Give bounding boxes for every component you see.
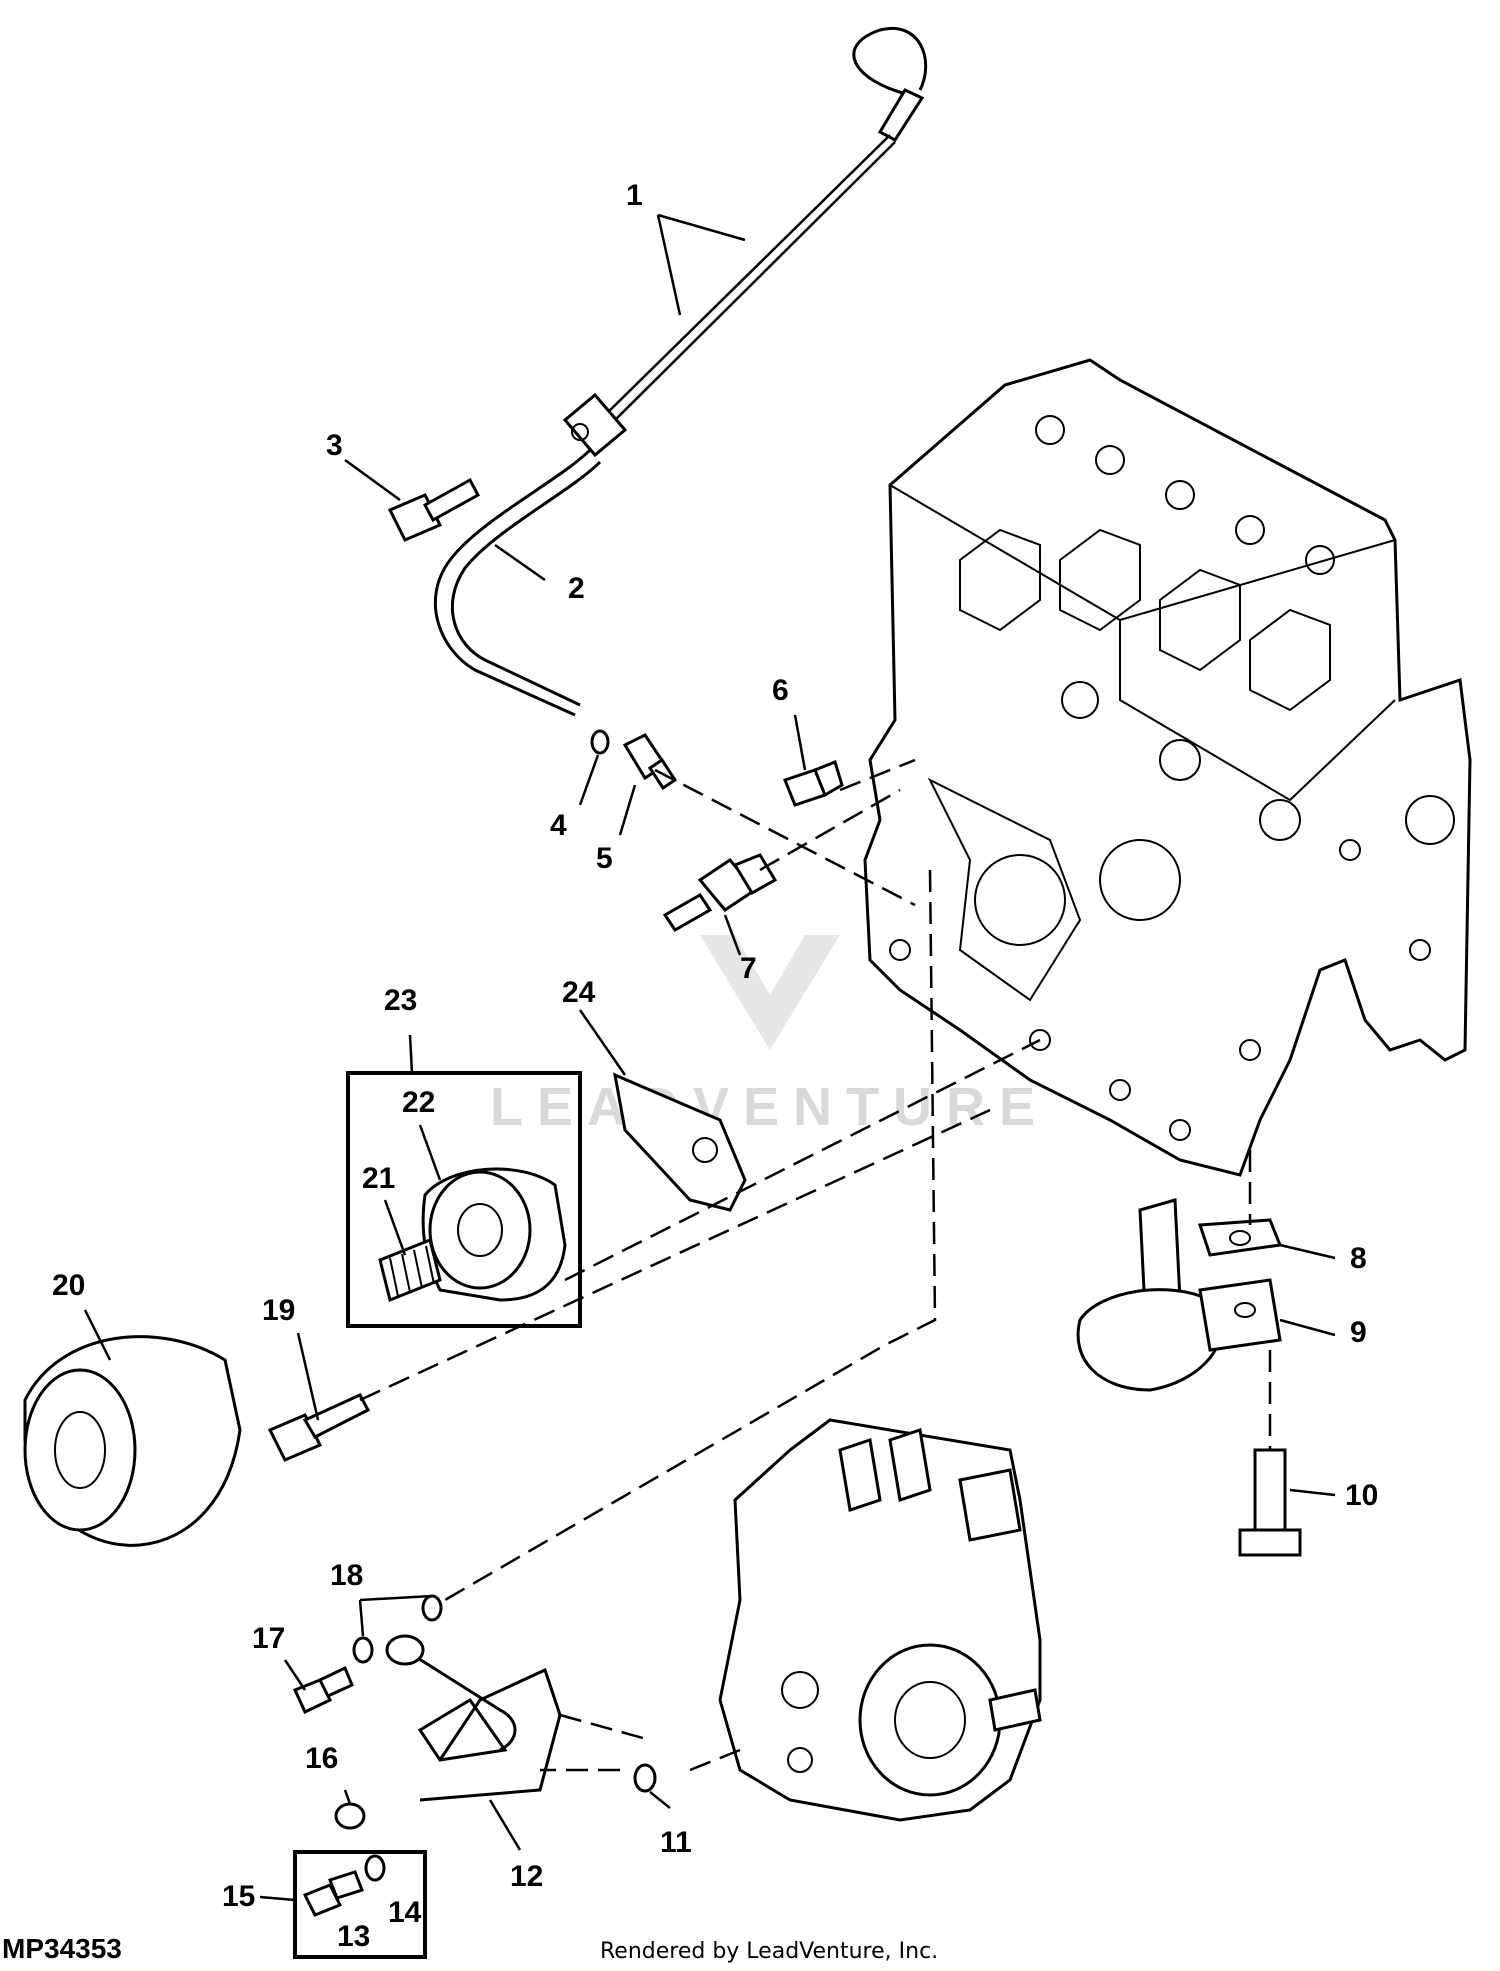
oil-strainer-icon — [1076, 1198, 1282, 1392]
kit-box-23 — [346, 1071, 582, 1328]
oil-filter-base-icon — [421, 1167, 567, 1302]
leader-lines — [83, 213, 1336, 1902]
callout-16: 16 — [305, 1742, 338, 1775]
assembly-lines — [359, 758, 1272, 1772]
callout-24: 24 — [562, 976, 596, 1009]
callout-17: 17 — [252, 1622, 285, 1655]
nut-16-icon — [334, 1802, 366, 1830]
callout-14: 14 — [388, 1896, 422, 1929]
callout-9: 9 — [1350, 1316, 1367, 1349]
callout-13: 13 — [337, 1920, 370, 1953]
callout-1: 1 — [626, 179, 643, 212]
callout-20: 20 — [52, 1269, 85, 1302]
callout-5: 5 — [596, 842, 613, 875]
callout-11: 11 — [660, 1826, 692, 1859]
callouts: 1 2 3 4 5 6 7 8 9 10 11 12 13 14 15 16 1… — [52, 179, 1378, 1953]
watermark-text: LEADVENTURE — [490, 1077, 1049, 1137]
bolt-3-icon — [387, 477, 481, 542]
oil-pipe-icon — [385, 1634, 562, 1802]
gasket-8-icon — [1197, 1218, 1283, 1257]
callout-19: 19 — [262, 1294, 295, 1327]
oil-filter-icon — [23, 1335, 242, 1547]
callout-8: 8 — [1350, 1242, 1367, 1275]
fitting-icon — [622, 733, 678, 791]
kit-box-15 — [293, 1850, 427, 1959]
injection-pump-icon — [718, 1418, 1042, 1822]
callout-10: 10 — [1345, 1479, 1378, 1512]
washer-11-icon — [633, 1763, 657, 1793]
bolt-19-icon — [267, 1393, 371, 1462]
credit-text: Rendered by LeadVenture, Inc. — [600, 1939, 938, 1964]
callout-18: 18 — [330, 1559, 363, 1592]
callout-12: 12 — [510, 1860, 543, 1893]
guide-tube-icon — [433, 392, 628, 717]
dipstick-icon — [599, 26, 928, 428]
callout-23: 23 — [384, 984, 417, 1017]
figure-id: MP34353 — [2, 1933, 122, 1964]
plug-icon — [783, 760, 844, 807]
gasket-24-icon — [613, 1072, 747, 1212]
callout-3: 3 — [326, 429, 343, 462]
washer-14-icon — [364, 1854, 386, 1882]
callout-15: 15 — [222, 1880, 255, 1913]
spring-21-icon — [378, 1237, 442, 1303]
bolt-17-icon — [292, 1665, 354, 1715]
callout-22: 22 — [402, 1086, 435, 1119]
engine-block-icon — [863, 358, 1472, 1177]
bolt-13-icon — [302, 1870, 364, 1917]
callout-2: 2 — [568, 572, 585, 605]
callout-7: 7 — [740, 952, 757, 985]
callout-6: 6 — [772, 674, 789, 707]
pressure-switch-icon — [662, 853, 778, 932]
callout-21: 21 — [362, 1162, 395, 1195]
callout-4: 4 — [550, 809, 567, 842]
o-ring-icon — [590, 729, 610, 755]
bolt-10-icon — [1238, 1448, 1302, 1557]
